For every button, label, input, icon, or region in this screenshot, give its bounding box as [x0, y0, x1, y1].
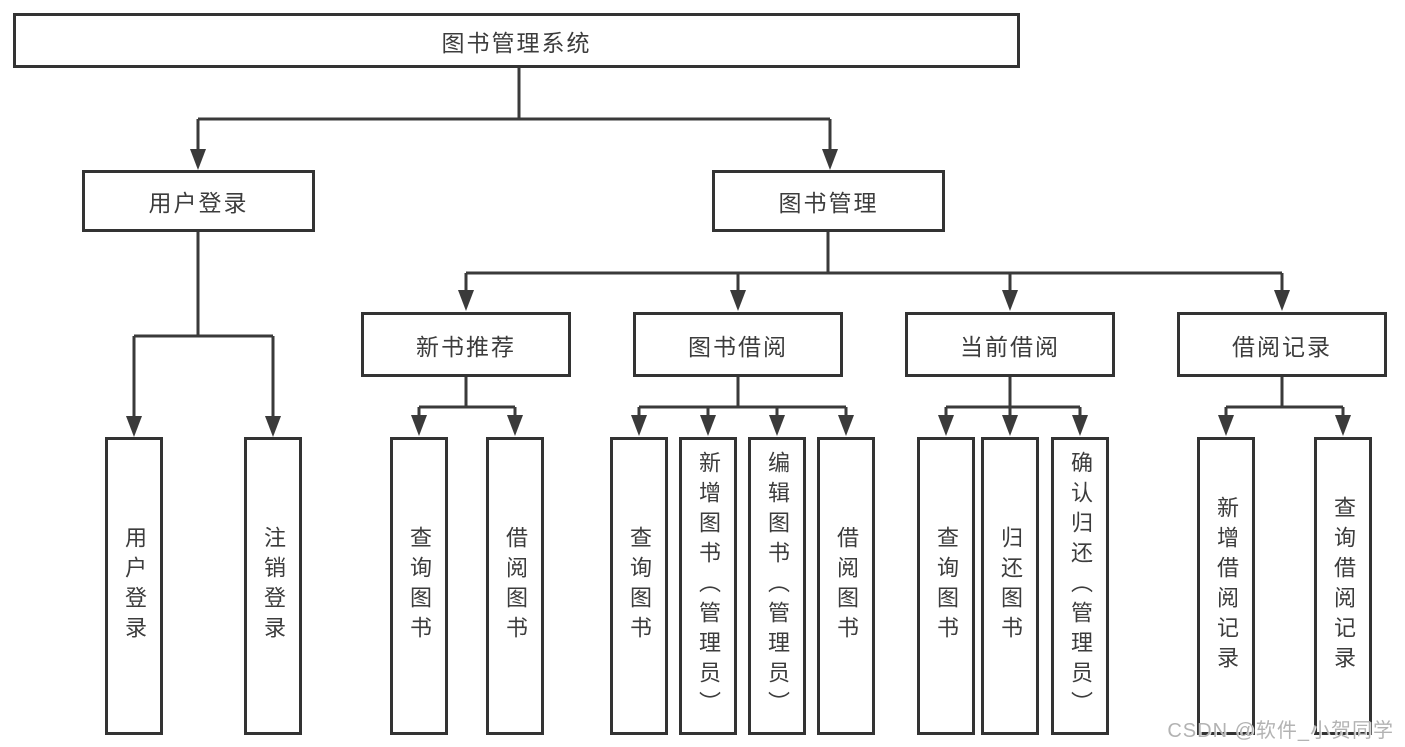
leaf-label: 借阅图书 [834, 526, 859, 646]
leaf-label: 新增借阅记录 [1214, 496, 1239, 676]
leaf-add-books-admin: 新增图书（管理员） [679, 437, 737, 735]
node-borrow-records: 借阅记录 [1177, 312, 1387, 377]
node-library-management-system: 图书管理系统 [13, 13, 1020, 68]
connector-new-book-recommend-children [411, 377, 523, 436]
leaf-recommend-query-books: 查询图书 [390, 437, 448, 735]
leaf-confirm-return-admin: 确认归还（管理员） [1051, 437, 1109, 735]
leaf-current-query-books: 查询图书 [917, 437, 975, 735]
connector-borrow-records-children [1218, 377, 1351, 436]
leaf-add-borrow-record: 新增借阅记录 [1197, 437, 1255, 735]
leaf-label: 查询图书 [407, 526, 432, 646]
connector-current-borrow-children [938, 377, 1088, 436]
leaf-label: 用户登录 [122, 526, 147, 646]
leaf-label: 新增图书（管理员） [696, 451, 721, 721]
leaf-label: 借阅图书 [503, 526, 528, 646]
leaf-edit-books-admin: 编辑图书（管理员） [748, 437, 806, 735]
leaf-query-borrow-record: 查询借阅记录 [1314, 437, 1372, 735]
leaf-label: 注销登录 [261, 526, 286, 646]
connector-book-management-children [458, 232, 1290, 311]
node-current-borrow: 当前借阅 [905, 312, 1115, 377]
leaf-recommend-borrow-books: 借阅图书 [486, 437, 544, 735]
leaf-user-login: 用户登录 [105, 437, 163, 735]
leaf-label: 归还图书 [998, 526, 1023, 646]
connector-book-borrow-children [631, 377, 854, 436]
leaf-borrow-books: 借阅图书 [817, 437, 875, 735]
leaf-label: 查询图书 [934, 526, 959, 646]
leaf-borrow-query-books: 查询图书 [610, 437, 668, 735]
node-book-borrow: 图书借阅 [633, 312, 843, 377]
connector-root-to-level2 [190, 66, 838, 170]
csdn-watermark: CSDN @软件_小贺同学 [1167, 720, 1394, 742]
node-book-management: 图书管理 [712, 170, 945, 232]
leaf-logout: 注销登录 [244, 437, 302, 735]
node-new-book-recommend: 新书推荐 [361, 312, 571, 377]
node-user-login: 用户登录 [82, 170, 315, 232]
leaf-label: 编辑图书（管理员） [765, 451, 790, 721]
leaf-label: 确认归还（管理员） [1068, 451, 1093, 721]
connector-user-login-children [126, 232, 281, 437]
leaf-return-books: 归还图书 [981, 437, 1039, 735]
leaf-label: 查询图书 [627, 526, 652, 646]
leaf-label: 查询借阅记录 [1331, 496, 1356, 676]
